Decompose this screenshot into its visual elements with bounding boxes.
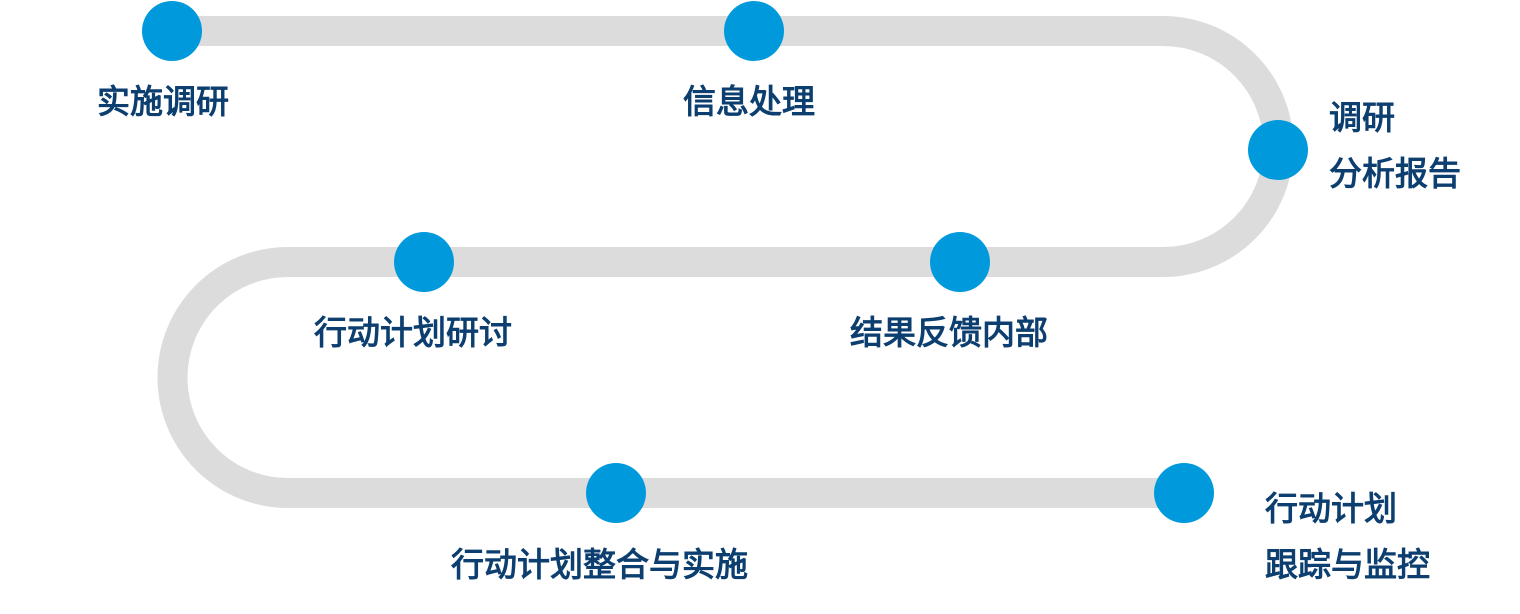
step-node-implement-research	[142, 1, 202, 61]
step-node-research-report	[1248, 120, 1308, 180]
step-label-line: 行动计划	[1265, 489, 1397, 528]
step-label-implement-research: 实施调研	[97, 79, 229, 125]
step-label-line: 结果反馈内部	[850, 313, 1048, 352]
step-node-info-processing	[724, 1, 784, 61]
step-label-action-plan-implementation: 行动计划整合与实施	[451, 542, 748, 588]
step-node-internal-feedback	[930, 232, 990, 292]
step-label-internal-feedback: 结果反馈内部	[850, 310, 1048, 356]
step-label-research-report: 调研 分析报告	[1329, 95, 1461, 197]
step-node-action-plan-implementation	[586, 463, 646, 523]
step-label-action-plan-discussion: 行动计划研讨	[314, 310, 512, 356]
winding-track	[157, 15, 1294, 508]
step-node-action-plan-discussion	[394, 232, 454, 292]
step-label-line: 行动计划整合与实施	[451, 545, 748, 584]
step-nodes	[142, 1, 1308, 523]
step-label-line: 调研	[1329, 98, 1395, 137]
step-label-action-plan-monitoring: 行动计划 跟踪与监控	[1265, 486, 1430, 588]
step-label-line: 实施调研	[97, 82, 229, 121]
step-label-line: 信息处理	[683, 82, 815, 121]
step-label-line: 跟踪与监控	[1265, 545, 1430, 584]
step-label-info-processing: 信息处理	[683, 79, 815, 125]
step-node-action-plan-monitoring	[1154, 463, 1214, 523]
step-label-line: 分析报告	[1329, 154, 1461, 193]
step-label-line: 行动计划研讨	[314, 313, 512, 352]
